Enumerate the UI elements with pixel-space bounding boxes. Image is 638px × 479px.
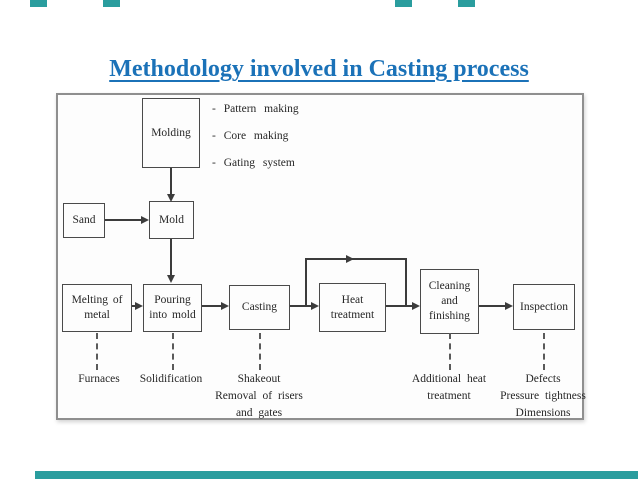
flowchart-node-inspection: Inspection bbox=[513, 284, 575, 330]
casting-flowchart: Molding Sand Mold Melting of metal Pouri… bbox=[56, 93, 586, 420]
dashed-connector-furnaces bbox=[96, 333, 98, 370]
arrowhead-right-icon bbox=[135, 302, 143, 310]
annotation-additional-heat: Additional heat treatment bbox=[411, 373, 487, 402]
arrowhead-right-icon bbox=[311, 302, 319, 310]
annotation-furnaces: Furnaces bbox=[78, 373, 120, 385]
dashed-connector-defects bbox=[543, 333, 545, 370]
connector-heat-to-cleaning bbox=[386, 305, 416, 307]
bypass-connector-top bbox=[305, 258, 407, 260]
connector-mold-to-pouring bbox=[170, 239, 172, 277]
dashed-connector-additional-heat bbox=[449, 333, 451, 370]
flowchart-node-heat-treatment: Heat treatment bbox=[319, 283, 386, 332]
flowchart-node-melting-of-metal: Melting of metal bbox=[62, 284, 132, 332]
list-item: - Gating system bbox=[212, 157, 295, 169]
accent-bar bbox=[395, 0, 412, 7]
dashed-connector-shakeout bbox=[259, 333, 261, 370]
arrowhead-right-icon bbox=[141, 216, 149, 224]
arrowhead-right-icon bbox=[412, 302, 420, 310]
arrowhead-down-icon bbox=[167, 275, 175, 283]
connector-molding-to-mold bbox=[170, 168, 172, 196]
flowchart-node-mold: Mold bbox=[149, 201, 194, 239]
connector-casting-to-heat bbox=[290, 305, 315, 307]
annotation-defects: Defects Pressure tightness Dimensions bbox=[500, 373, 586, 419]
arrowhead-right-icon bbox=[221, 302, 229, 310]
list-item: - Pattern making bbox=[212, 103, 299, 115]
accent-bar bbox=[103, 0, 120, 7]
flowchart-node-sand: Sand bbox=[63, 203, 105, 238]
molding-steps-list: - Pattern making - Core making - Gating … bbox=[212, 96, 299, 177]
accent-bar bbox=[458, 0, 475, 7]
page-title: Methodology involved in Casting process bbox=[109, 56, 529, 83]
list-item: - Core making bbox=[212, 130, 289, 142]
flowchart-node-molding: Molding bbox=[142, 98, 200, 168]
dashed-connector-solidification bbox=[172, 333, 174, 370]
connector-pouring-to-casting bbox=[202, 305, 225, 307]
flowchart-node-pouring-into-mold: Pouring into mold bbox=[143, 284, 202, 332]
arrowhead-down-icon bbox=[167, 194, 175, 202]
flowchart-node-cleaning-and-finishing: Cleaning and finishing bbox=[420, 269, 479, 334]
accent-bar bbox=[30, 0, 47, 7]
flowchart-node-casting: Casting bbox=[229, 285, 290, 330]
bypass-connector-right bbox=[405, 258, 407, 306]
annotation-shakeout: Shakeout Removal of risers and gates bbox=[215, 373, 303, 419]
connector-cleaning-to-inspection bbox=[479, 305, 509, 307]
connector-sand-to-mold bbox=[105, 219, 143, 221]
arrowhead-right-icon bbox=[505, 302, 513, 310]
bypass-connector-left bbox=[305, 258, 307, 306]
accent-bar-bottom bbox=[35, 471, 638, 479]
annotation-solidification: Solidification bbox=[139, 373, 203, 385]
arrowhead-right-icon bbox=[346, 255, 354, 263]
